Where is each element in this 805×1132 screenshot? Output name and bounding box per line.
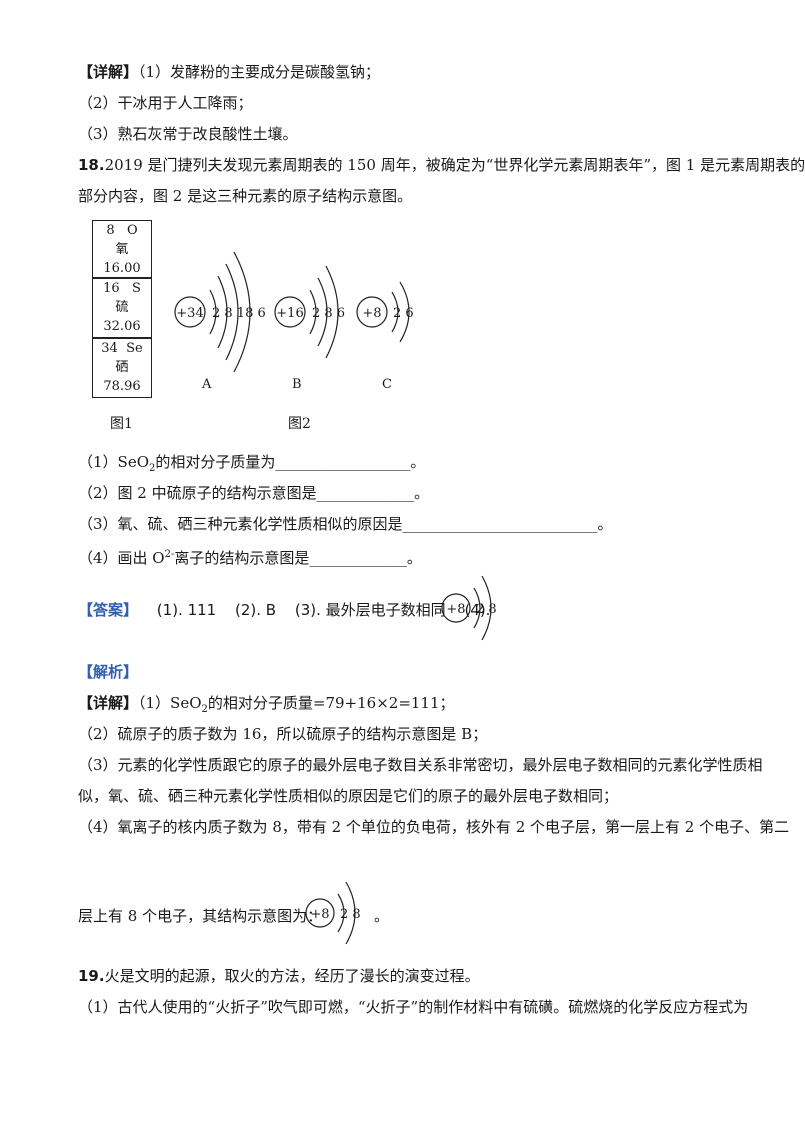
atom-diagrams: +34 2 8 18 6 +16 2 8 6 +8 2 6 A B C (174, 251, 414, 392)
cell-mass: 78.96 (103, 379, 141, 394)
atom-c-shell-2 (399, 281, 410, 343)
atom-b-shell-1 (309, 289, 317, 335)
cell-symbol: S (132, 281, 141, 296)
detail-tag: 【详解】 (78, 63, 139, 81)
atom-a-shell-1 (209, 289, 217, 335)
atom-a-shell-2 (217, 275, 228, 349)
question-18-sub-3: （3）氧、硫、硒三种元素化学性质相似的原因是__________________… (78, 515, 613, 533)
cell-name: 氧 (115, 242, 129, 257)
analysis-tag: 【解析】 (78, 662, 138, 682)
d1-subscript: 2 (201, 704, 208, 715)
table-cell-selenium: 34 Se 硒 78.96 (92, 338, 152, 398)
atom-a-nucleus-label: +34 (176, 306, 203, 321)
cell-name: 硒 (115, 360, 129, 375)
analysis-end-mark: 。 (374, 907, 390, 925)
analysis-ion-diagram: +8 2 8 (305, 881, 361, 945)
atom-a-label: A (201, 377, 212, 392)
answer-tag: 【答案】 (78, 601, 139, 619)
answer-ion-shell-2 (481, 575, 492, 641)
question-18-number: 18. (78, 156, 105, 174)
question-19-sub-1: （1）古代人使用的“火折子”吹气即可燃，“火折子”的制作材料中有硫磺。硫燃烧的化… (78, 998, 749, 1016)
cell-symbol: O (127, 223, 138, 238)
analysis-ion-shells: 2 8 (340, 907, 361, 922)
cell-mass: 16.00 (103, 261, 141, 276)
answer-3: (3). 最外层电子数相同 (294, 601, 446, 619)
analysis-detail-1: 【详解】（1）SeO2的相对分子质量=79+16×2=111； (78, 693, 455, 720)
question-18-sub-4: （4）画出 O2-离子的结构示意图是_____________。 (78, 545, 422, 568)
question-18-text: 2019 是门捷列夫发现元素周期表的 150 周年，被确定为“世界化学元素周期表… (104, 156, 805, 174)
answer-ion-shell-1 (473, 587, 481, 629)
question-19-line: 19.火是文明的起源，取火的方法，经历了漫长的演变过程。 (78, 966, 480, 986)
q4-suffix: 离子的结构示意图是_____________。 (174, 549, 422, 567)
atom-a-shells: 2 8 18 6 (212, 306, 266, 321)
analysis-ion-nucleus (305, 898, 335, 928)
atom-a-shell-4 (233, 251, 251, 373)
analysis-label: 【解析】 (78, 663, 139, 681)
question-19-number: 19. (78, 967, 105, 985)
question-19-text: 火是文明的起源，取火的方法，经历了漫长的演变过程。 (104, 967, 480, 985)
detail-text-1: （1）发酵粉的主要成分是碳酸氢钠； (138, 63, 381, 81)
d1-suffix: 的相对分子质量=79+16×2=111； (207, 694, 455, 712)
figure-2-caption: 图2 (288, 416, 311, 432)
answer-2: (2). B (235, 601, 277, 619)
figure-1-caption: 图1 (110, 416, 133, 432)
d4b-text: 层上有 8 个电子，其结构示意图为： (78, 907, 323, 925)
answer-ion-nucleus (441, 593, 471, 623)
analysis-detail-3a: （3）元素的化学性质跟它的原子的最外层电子数目关系非常密切，最外层电子数相同的元… (78, 756, 763, 774)
answer-line: 【答案】 (1). 111 (2). B (3). 最外层电子数相同 (4). (78, 600, 490, 620)
analysis-detail-2: （2）硫原子的质子数为 16，所以硫原子的结构示意图是 B； (78, 725, 488, 743)
analysis-ion-nucleus-label: +8 (310, 907, 329, 922)
detail-line-3: （3）熟石灰常于改良酸性土壤。 (78, 125, 298, 143)
answer-4: (4). (464, 601, 491, 619)
atom-b-nucleus-label: +16 (276, 306, 303, 321)
q1-prefix: （1）SeO (78, 453, 149, 471)
atom-c-nucleus (356, 296, 388, 328)
question-18-line-2: 部分内容，图 2 是这三种元素的原子结构示意图。 (78, 187, 413, 205)
cell-symbol: Se (126, 341, 143, 356)
cell-number: 8 (106, 223, 115, 238)
question-18-sub-1: （1）SeO2的相对分子质量为__________________。 (78, 452, 425, 479)
atom-c-nucleus-label: +8 (362, 306, 381, 321)
table-cell-sulfur: 16 S 硫 32.06 (92, 278, 152, 338)
analysis-detail-3b: 似，氧、硫、硒三种元素化学性质相似的原因是它们的原子的最外层电子数相同； (78, 787, 619, 805)
answer-ion-shells: 2 8 (476, 602, 497, 617)
answer-ion-diagram: +8 2 8 (441, 575, 497, 641)
question-18-line-1: 18.2019 是门捷列夫发现元素周期表的 150 周年，被确定为“世界化学元素… (78, 155, 805, 175)
q1-subscript: 2 (149, 463, 156, 474)
analysis-detail-tag: 【详解】 (78, 694, 139, 712)
detail-line-2: （2）干冰用于人工降雨； (78, 94, 253, 112)
question-18-sub-2: （2）图 2 中硫原子的结构示意图是_____________。 (78, 484, 430, 502)
cell-name: 硫 (115, 300, 129, 315)
atom-c-label: C (382, 377, 392, 392)
atom-b-nucleus (274, 296, 306, 328)
atom-b-shell-3 (325, 265, 339, 359)
atom-c-shells: 2 6 (393, 306, 414, 321)
analysis-ion-shell-2 (345, 881, 356, 945)
analysis-ion-shell-1 (337, 893, 345, 933)
analysis-detail-4b: 层上有 8 个电子，其结构示意图为： (78, 906, 322, 926)
answer-ion-nucleus-label: +8 (446, 602, 465, 617)
answer-1: (1). 111 (156, 601, 217, 619)
q4-superscript: 2- (164, 549, 175, 560)
d1-prefix: （1）SeO (138, 694, 202, 712)
cell-mass: 32.06 (103, 319, 141, 334)
atom-c-shell-1 (391, 291, 399, 333)
atom-b-shell-2 (317, 277, 328, 347)
atom-a-nucleus (174, 296, 206, 328)
table-cell-oxygen: 8 O 氧 16.00 (92, 220, 152, 278)
q1-suffix: 的相对分子质量为__________________。 (155, 453, 426, 471)
analysis-detail-4a: （4）氧离子的核内质子数为 8，带有 2 个单位的负电荷，核外有 2 个电子层，… (78, 818, 790, 836)
q4-prefix: （4）画出 O (78, 549, 165, 567)
atom-b-shells: 2 8 6 (312, 306, 345, 321)
cell-number: 34 (101, 341, 118, 356)
atom-a-shell-3 (225, 263, 239, 361)
atom-b-label: B (292, 377, 302, 392)
detail-line-1: 【详解】（1）发酵粉的主要成分是碳酸氢钠； (78, 62, 380, 82)
cell-number: 16 (103, 281, 120, 296)
